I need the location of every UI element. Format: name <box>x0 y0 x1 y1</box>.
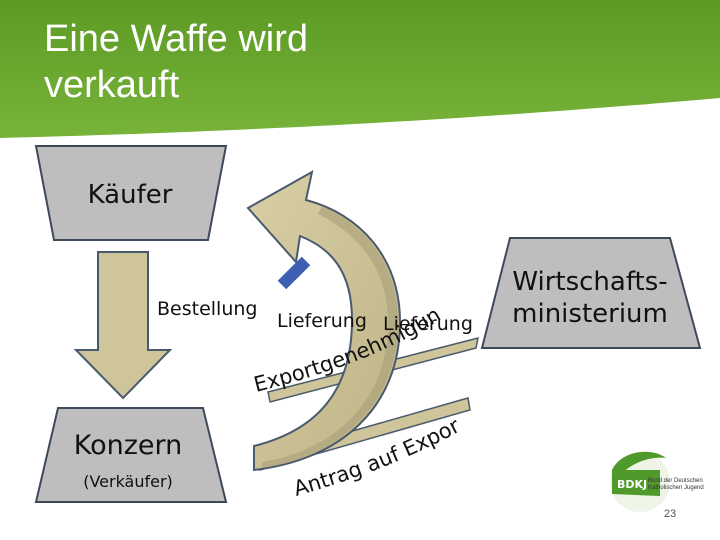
ministerium-box <box>480 237 702 349</box>
svg-text:BDKJ: BDKJ <box>617 478 647 491</box>
bdkj-logo: BDKJ <box>610 451 670 512</box>
ministerium-label: Wirtschafts- ministerium <box>500 266 680 330</box>
page-number: 23 <box>663 508 677 520</box>
slide-title: Eine Waffe wird verkauft <box>44 16 404 108</box>
title-line-2: verkauft <box>44 64 180 106</box>
logo-caption: Bund der Deutschen Katholischen Jugend <box>648 478 708 492</box>
lieferung-label-1: Lieferung <box>277 310 367 332</box>
title-line-1: Eine Waffe wird <box>44 18 308 60</box>
title-band <box>0 0 720 138</box>
konzern-box <box>34 407 228 503</box>
logo-caption-line-1: Bund der Deutschen <box>648 478 703 484</box>
bestellung-arrow <box>73 251 173 400</box>
bestellung-label: Bestellung <box>157 298 258 320</box>
verkaeufer-label: (Verkäufer) <box>83 472 173 491</box>
ministerium-label-line-1: Wirtschafts- <box>512 267 668 297</box>
konzern-label: Konzern <box>73 430 183 461</box>
kaeufer-box <box>34 145 228 241</box>
lieferung-label-2: Lieferung <box>383 313 473 335</box>
kaeufer-label: Käufer <box>87 180 173 210</box>
arrow-blue-marker <box>277 256 311 290</box>
logo-caption-line-2: Katholischen Jugend <box>648 485 704 491</box>
ministerium-label-line-2: ministerium <box>512 299 668 329</box>
